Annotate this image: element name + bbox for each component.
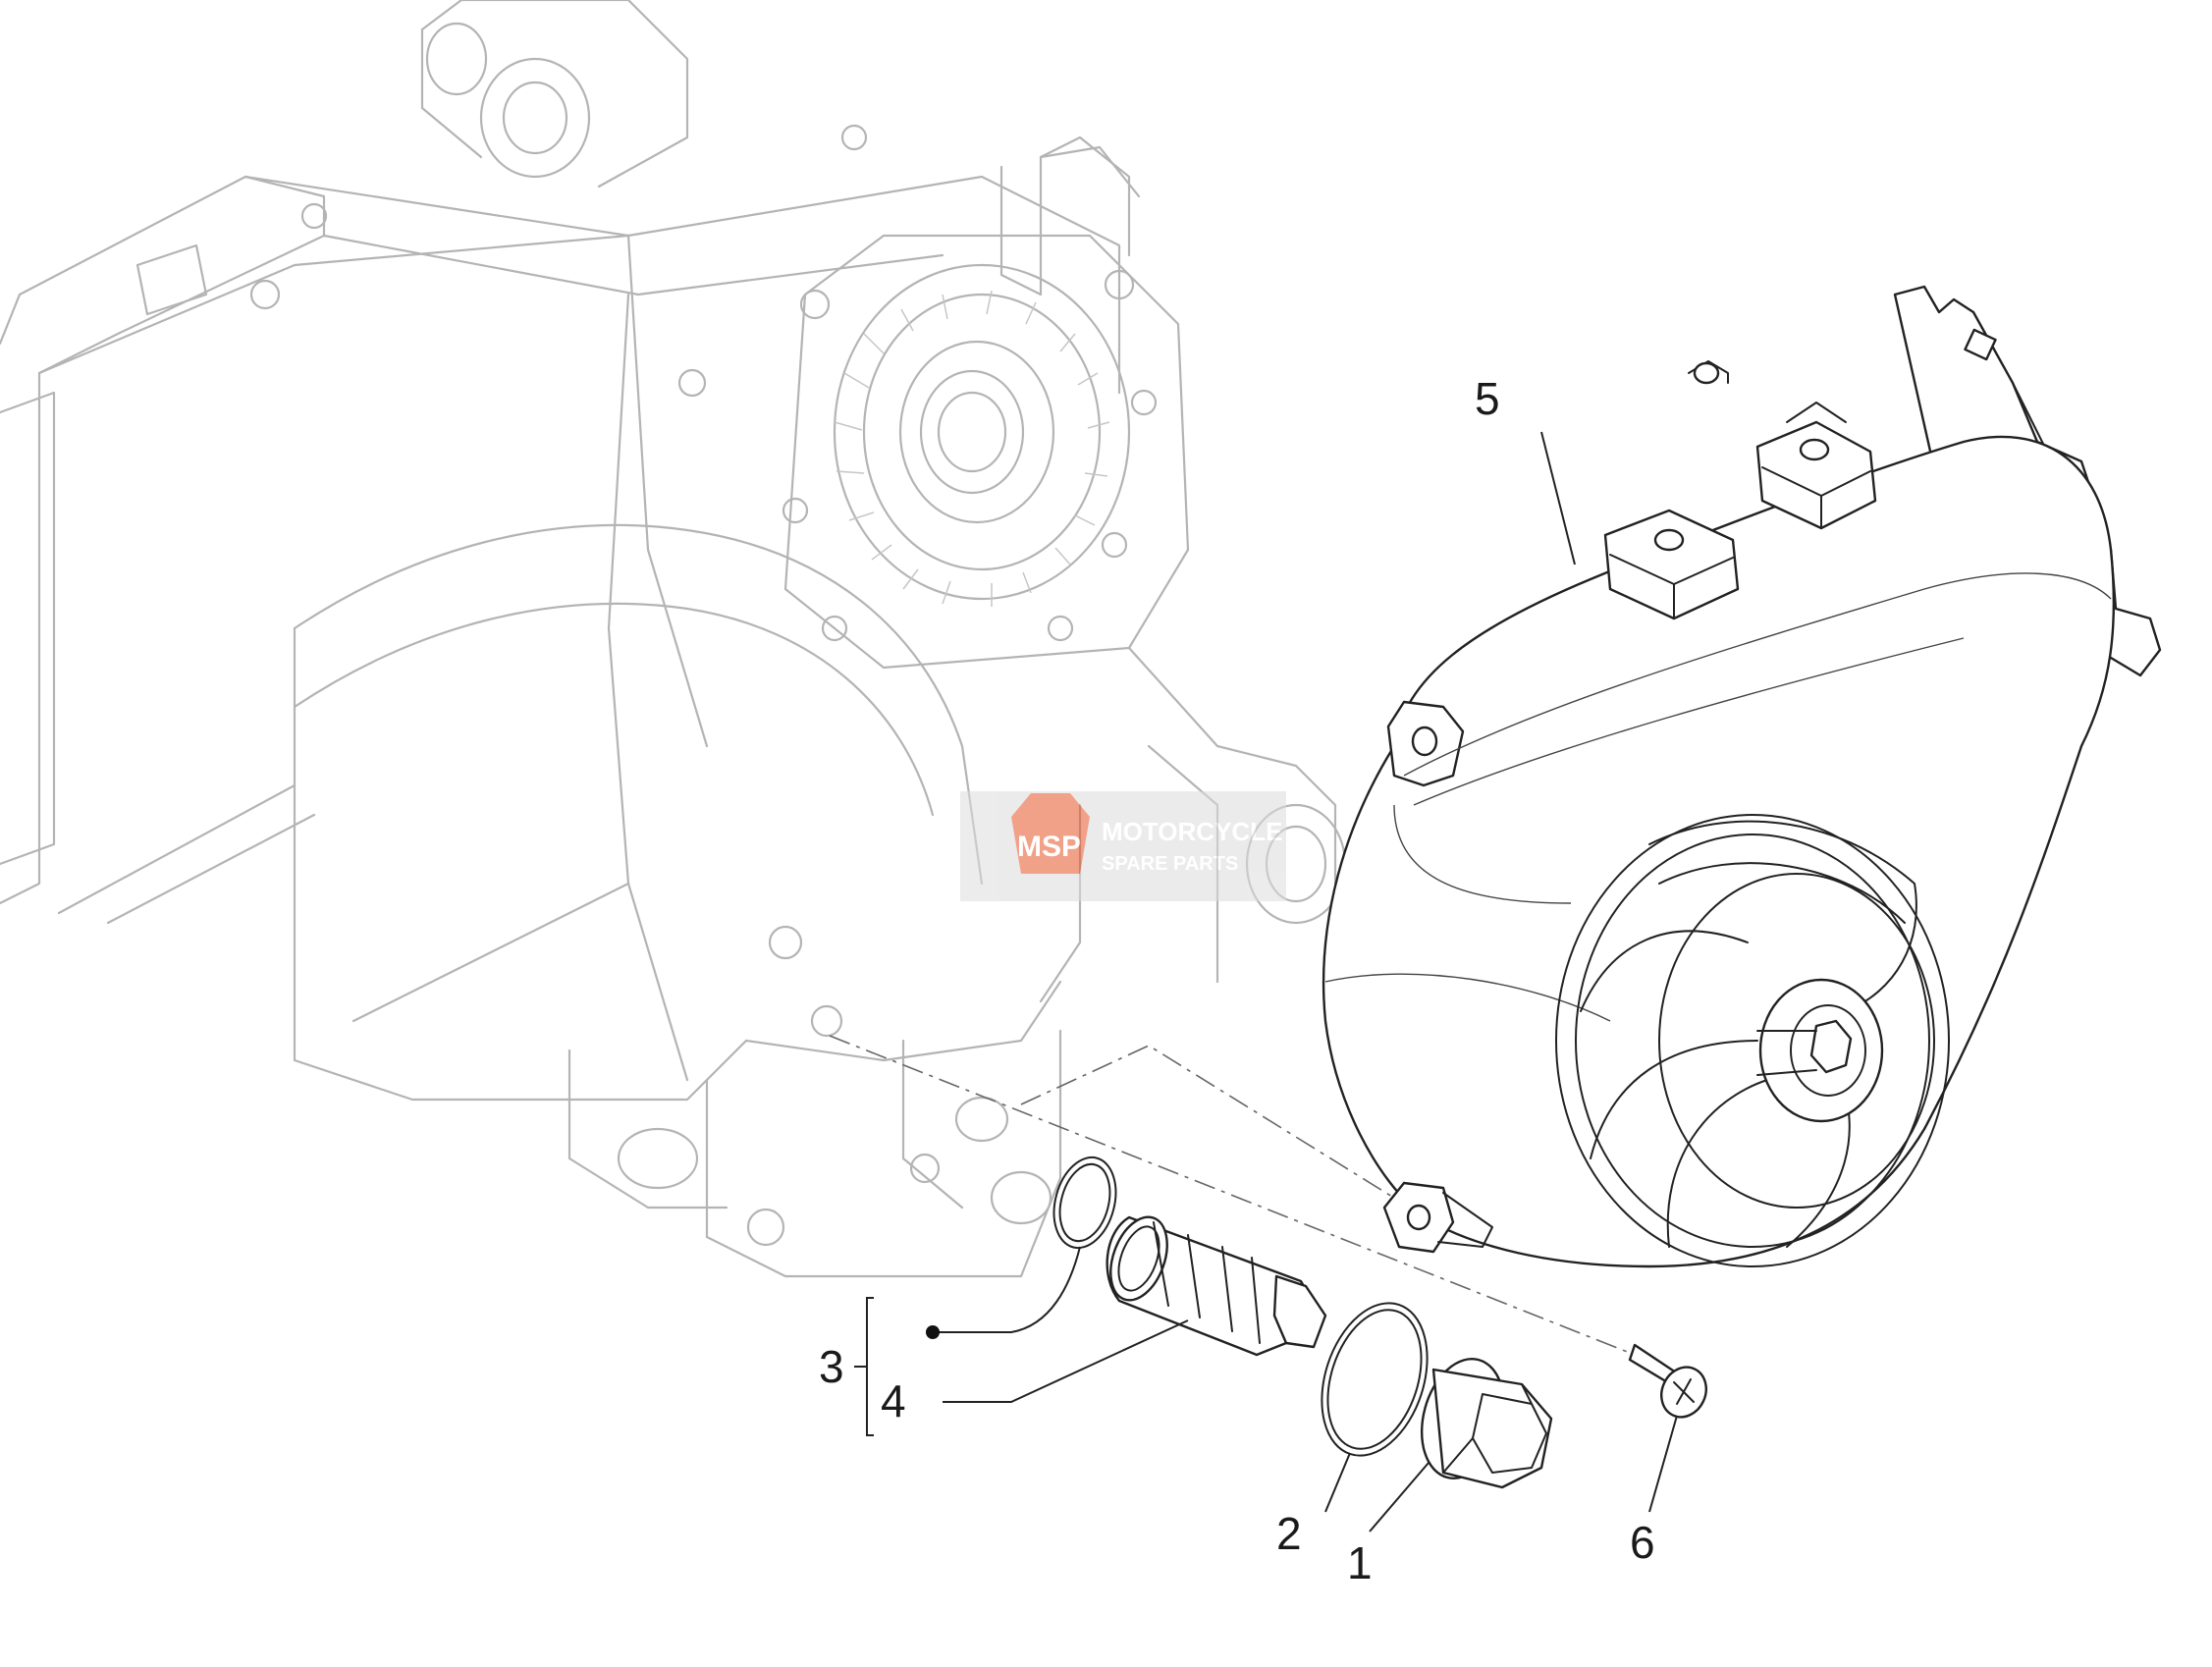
flywheel-cover <box>1322 285 2162 1268</box>
callout-2: 2 <box>1276 1508 1302 1559</box>
oil-strainer <box>1106 1215 1327 1357</box>
bullet-marker <box>926 1325 940 1339</box>
watermark-line1: MOTORCYCLE <box>1102 817 1282 846</box>
callout-1: 1 <box>1347 1537 1373 1588</box>
callout-labels: 1 2 3 4 5 6 <box>819 373 1655 1588</box>
drain-plug <box>1420 1358 1553 1489</box>
watermark-logo-icon <box>1011 793 1090 874</box>
o-ring-small <box>1052 1156 1117 1250</box>
cover-screw <box>1628 1343 1707 1419</box>
callout-4: 4 <box>881 1375 906 1426</box>
callout-5: 5 <box>1475 373 1500 424</box>
watermark: MSP MOTORCYCLE SPARE PARTS <box>960 791 1286 901</box>
assembly-axis <box>829 1035 1636 1356</box>
callout-6: 6 <box>1630 1517 1655 1568</box>
leader-lines <box>854 431 1678 1533</box>
watermark-logo-text: MSP <box>1017 831 1081 863</box>
watermark-line2: SPARE PARTS <box>1102 853 1238 875</box>
watermark-backdrop <box>960 791 1286 901</box>
engine-crankcase-ghost <box>0 0 1347 1278</box>
callout-3: 3 <box>819 1341 844 1392</box>
